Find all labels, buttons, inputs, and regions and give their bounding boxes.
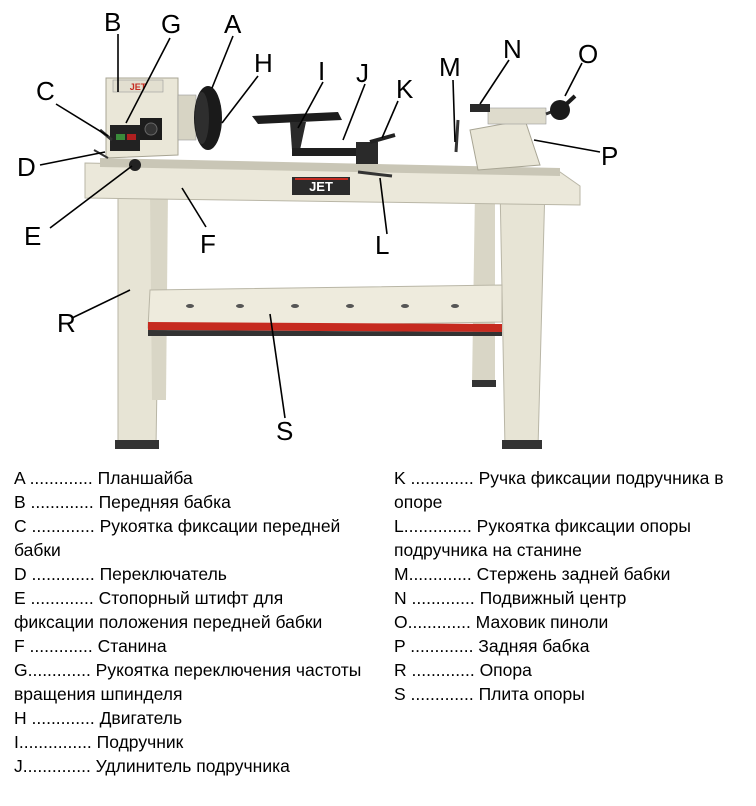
callout-o: O	[578, 39, 598, 69]
callout-j: J	[356, 58, 369, 88]
legend-entry-o: O............. Маховик пиноли	[394, 612, 609, 632]
legend-entry-g: G............. Рукоятка переключения час…	[14, 660, 362, 704]
callout-letters: A B C D E F G H I J K L M N O P R S	[17, 7, 618, 446]
callout-i: I	[318, 56, 325, 86]
brand-plate	[292, 177, 350, 195]
legend-entry-e: E ............. Стопорный штифт для фикс…	[14, 588, 323, 632]
callout-k: K	[396, 74, 414, 104]
legend-entry-b: B ............. Передняя бабка	[14, 492, 231, 512]
legend-left: A ............. Планшайба B ............…	[14, 466, 364, 778]
callout-l: L	[375, 230, 389, 260]
callout-e: E	[24, 221, 41, 251]
stand-plate	[147, 284, 503, 329]
legend-right: K ............. Ручка фиксации подручник…	[394, 466, 754, 706]
legend-entry-n: N ............. Подвижный центр	[394, 588, 627, 608]
callout-h: H	[254, 48, 273, 78]
callout-a: A	[224, 9, 242, 39]
stand-plate-holes	[186, 304, 459, 308]
tailstock	[454, 94, 577, 171]
legend-entry-k: K ............. Ручка фиксации подручник…	[394, 468, 724, 512]
tool-rest	[252, 112, 396, 178]
faceplate	[195, 92, 209, 144]
callout-f: F	[200, 229, 216, 259]
left-foot	[115, 440, 159, 449]
legend-entry-i: I............... Подручник	[14, 732, 184, 752]
legend-entry-r: R ............. Опора	[394, 660, 532, 680]
right-foot	[502, 440, 542, 449]
lathe-stand	[115, 184, 546, 449]
lathe-bed: JET	[84, 158, 581, 206]
lathe-diagram: JET JET	[17, 7, 618, 449]
legend-entry-s: S ............. Плита опоры	[394, 684, 585, 704]
stand-plate-red-trim	[148, 322, 502, 332]
callout-b: B	[104, 7, 121, 37]
legend-entry-p: P ............. Задняя бабка	[394, 636, 590, 656]
callout-n: N	[503, 34, 522, 64]
stand-plate-dark-edge	[148, 330, 502, 336]
legend-entry-a: A ............. Планшайба	[14, 468, 193, 488]
leader-lines	[39, 34, 601, 419]
headstock: JET	[93, 77, 222, 171]
callout-d: D	[17, 152, 36, 182]
legend-entry-l: L.............. Рукоятка фиксации опоры …	[394, 516, 691, 560]
legend-entry-d: D ............. Переключатель	[14, 564, 227, 584]
legend-entry-h: H ............. Двигатель	[14, 708, 183, 728]
right-leg	[499, 184, 546, 449]
svg-text:JET: JET	[130, 82, 147, 92]
callout-s: S	[276, 416, 293, 446]
callout-g: G	[161, 9, 181, 39]
right-back-foot	[472, 380, 496, 387]
callout-p: P	[601, 141, 618, 171]
callout-m: M	[439, 52, 461, 82]
callout-r: R	[57, 308, 76, 338]
legend-entry-c: C ............. Рукоятка фиксации передн…	[14, 516, 341, 560]
legend-entry-f: F ............. Станина	[14, 636, 167, 656]
legend-entry-m: M............. Стержень задней бабки	[394, 564, 671, 584]
brand-label: JET	[309, 179, 333, 194]
callout-c: C	[36, 76, 55, 106]
legend-entry-j: J.............. Удлинитель подручника	[14, 756, 290, 776]
